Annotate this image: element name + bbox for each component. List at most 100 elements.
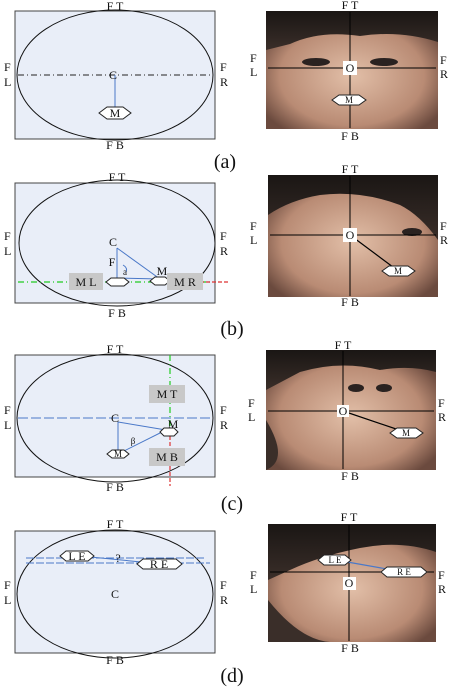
left-label-l: L (4, 244, 11, 258)
mouth-label-bottom: M (114, 449, 122, 459)
top-label: F T (342, 162, 359, 176)
row-a: M C F T F B F L F R O M F T F B F L F R (4, 0, 448, 173)
hair (266, 350, 436, 390)
center-box (337, 405, 349, 417)
center-label: C (109, 235, 117, 249)
right-label-f: F (440, 53, 447, 67)
mouth-label: M (402, 428, 410, 438)
row-b: C F a M L M M R F T F B F L F R O (4, 162, 448, 340)
center-box (343, 577, 356, 590)
right-label-f: F (438, 568, 445, 582)
face-ellipse (16, 353, 214, 483)
center-label: C (109, 68, 117, 82)
diagram-a: M C F T F B F L F R (4, 0, 228, 152)
right-label-f: F (220, 60, 227, 74)
center-mouth-line (117, 421, 167, 431)
right-label-f: F (440, 219, 447, 233)
eye (402, 228, 422, 236)
center-label: C (111, 411, 119, 425)
left-label-f: F (4, 229, 11, 243)
right-label-f: F (438, 396, 445, 410)
mouth-marker (381, 265, 416, 277)
bottom-label: F B (341, 129, 359, 143)
hair (268, 175, 438, 240)
angle-arc (122, 264, 128, 273)
right-label-r: R (220, 593, 228, 607)
left-label-l: L (4, 593, 11, 607)
f-label: F (109, 255, 116, 269)
panel-d (14, 530, 216, 654)
mouth-label: M (345, 95, 353, 105)
center-box (343, 228, 357, 242)
top-label: F T (107, 342, 124, 356)
left-eye-label: L E (68, 549, 85, 563)
bottom-label: F B (106, 138, 124, 152)
mouth-label: M (157, 264, 168, 278)
mouth-label: M (110, 106, 121, 120)
right-label-r: R (440, 233, 448, 247)
right-label-r: R (440, 67, 448, 81)
left-label-l: L (4, 75, 11, 89)
left-label-l: L (4, 418, 11, 432)
left-label-f: F (250, 219, 257, 233)
right-label-f: F (220, 403, 227, 417)
right-eye-marker (380, 566, 428, 578)
mouth-marker-top (159, 427, 179, 437)
right-label-r: R (438, 582, 446, 596)
center-label: C (111, 587, 119, 601)
bottom-label: F B (341, 295, 359, 309)
mouth-label: M (168, 417, 179, 431)
caption-d: (d) (220, 665, 243, 687)
right-eye (370, 58, 398, 66)
center-box (343, 61, 357, 75)
caption-a: (a) (214, 151, 236, 173)
bottom-label: F B (341, 641, 359, 655)
mouth-marker (389, 427, 424, 439)
left-label-f: F (4, 403, 11, 417)
mr-tag (167, 273, 203, 290)
alpha-label: a (123, 267, 127, 277)
beta-label: β (131, 436, 136, 446)
ml-label: M L (76, 275, 97, 289)
ml-tag (69, 273, 103, 290)
mb-label: M B (156, 450, 178, 464)
right-label-f: F (220, 229, 227, 243)
top-label: F T (342, 0, 359, 12)
mouth-marker-bottom (106, 449, 130, 459)
left-label-l: L (248, 410, 255, 424)
caption-b: (b) (220, 318, 243, 340)
top-label: F T (341, 510, 358, 524)
diagram-b: C F a M L M M R F T F B F L F R (4, 170, 230, 320)
bottom-label: F B (108, 306, 126, 320)
left-eye (302, 58, 330, 66)
photo-d: L E R E O F T F B F L F R (250, 510, 446, 655)
face-ellipse (16, 9, 214, 141)
diagonal-line (117, 429, 167, 455)
photo-c: O M F T F B F L F R (248, 338, 446, 483)
mouth-marker-left (105, 277, 130, 287)
shoulder-shadow (266, 420, 278, 470)
top-label: F T (107, 517, 124, 531)
caption-c: (c) (221, 493, 243, 515)
photo-b: O M F T F B F L F R (250, 162, 448, 309)
right-label-r: R (438, 410, 446, 424)
right-eye-label: R E (150, 557, 168, 571)
center-label: O (346, 228, 355, 242)
center-label: O (345, 576, 354, 590)
row-d: L E R E ? C F T F B F L F R L E R E O F … (4, 510, 446, 687)
left-label-f: F (248, 396, 255, 410)
right-eye (376, 384, 392, 392)
left-label-f: F (4, 60, 11, 74)
photo-a: O M F T F B F L F R (250, 0, 448, 143)
left-label-l: L (250, 233, 257, 247)
mouth-label: M (394, 266, 402, 276)
bottom-label: F B (341, 469, 359, 483)
mr-label: M R (174, 275, 196, 289)
top-label: F T (109, 170, 126, 184)
face-ellipse (18, 179, 216, 307)
mouth-marker (331, 94, 367, 106)
right-label-r: R (220, 75, 228, 89)
hair (266, 11, 438, 50)
bottom-label: F B (106, 480, 124, 494)
